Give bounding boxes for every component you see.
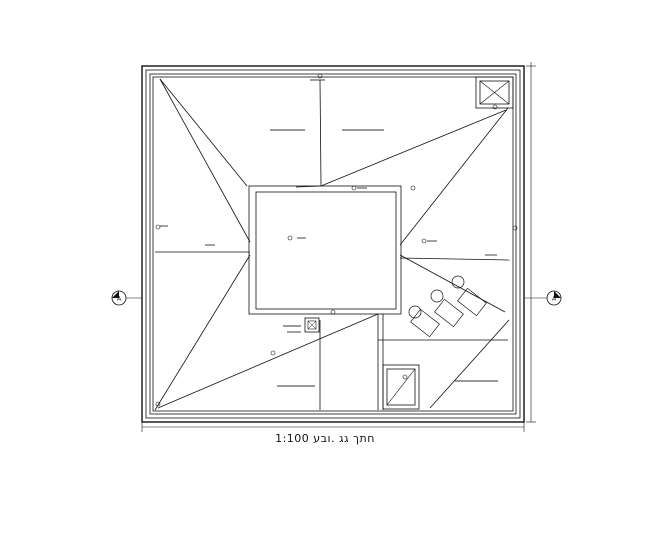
skylight-box-inner [386, 368, 416, 406]
drawing-caption: 1:100 חתך גג .ובע [275, 432, 375, 445]
chimney [304, 317, 320, 333]
svg-text:A: A [552, 296, 557, 303]
outer-wall-4 [152, 76, 514, 412]
rooftop-equipment [408, 275, 487, 338]
central-block-outer [248, 185, 402, 315]
section-marker-right: A [546, 290, 562, 306]
central-block-inner [255, 191, 397, 310]
outer-wall-1 [141, 65, 525, 423]
section-marker-left: A [111, 290, 127, 306]
outer-wall-3 [149, 73, 517, 415]
level-markers [155, 73, 518, 407]
vent-box [475, 76, 514, 109]
roof-slope-lines [154, 78, 511, 411]
svg-text:A: A [117, 296, 122, 303]
skylight-box [382, 364, 420, 410]
dimension-lines [141, 62, 536, 432]
annotation-marks [160, 129, 498, 387]
outer-wall-2 [145, 69, 521, 419]
vent-box-inner [479, 80, 510, 105]
